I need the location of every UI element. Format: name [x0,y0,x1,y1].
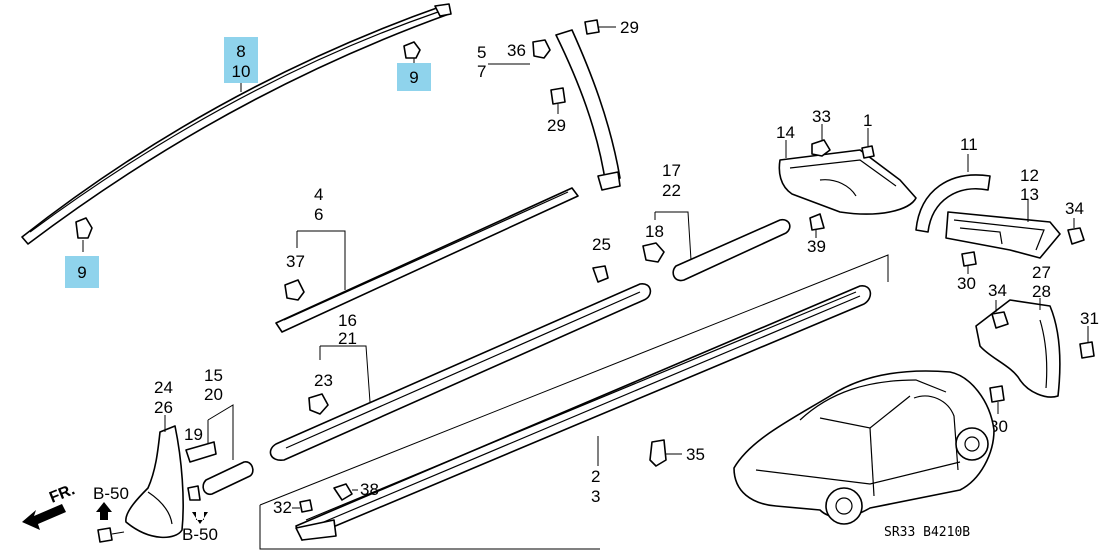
callout-34-mid[interactable]: 34 [988,281,1007,300]
direction-arrow-icon [22,504,66,530]
clip-34-mid[interactable] [991,311,1009,329]
roof-clip-9-top[interactable] [403,41,421,59]
screw-mudguard[interactable] [97,527,125,543]
callout-17[interactable]: 17 [662,161,681,180]
callout-34-top[interactable]: 34 [1065,199,1084,218]
callout-26[interactable]: 26 [154,398,173,417]
callout-5[interactable]: 5 [477,43,486,62]
clip-31[interactable] [1079,326,1095,359]
callout-22[interactable]: 22 [662,181,681,200]
pillar-molding[interactable] [555,29,621,191]
callout-18[interactable]: 18 [645,222,664,241]
callout-19[interactable]: 19 [184,425,203,444]
callout-21[interactable]: 21 [338,329,357,348]
car-illustration [733,370,995,525]
callout-35[interactable]: 35 [686,445,705,464]
callout-24[interactable]: 24 [154,378,173,397]
clip-37[interactable] [284,279,305,301]
screw-30-bot[interactable] [989,385,1005,414]
callout-29-mid[interactable]: 29 [547,116,566,135]
down-arrow-icon [192,512,208,524]
clip-36[interactable] [532,39,551,59]
callout-14[interactable]: 14 [776,123,795,142]
callout-37[interactable]: 37 [286,252,305,271]
clip-23[interactable] [308,393,329,415]
fender-molding[interactable] [672,218,791,282]
callout-12[interactable]: 12 [1020,166,1039,185]
svg-text:10: 10 [232,62,251,81]
clip-32[interactable] [292,499,313,513]
clip-18[interactable] [642,242,665,263]
direction-label: FR. [47,481,77,506]
callout-28[interactable]: 28 [1032,282,1051,301]
rear-mudguard[interactable] [975,299,1061,398]
callout-9-left[interactable]: 9 [65,256,99,288]
callout-13[interactable]: 13 [1020,185,1039,204]
callout-4[interactable]: 4 [314,185,323,204]
svg-text:9: 9 [77,263,86,282]
callout-31[interactable]: 31 [1080,309,1099,328]
screw-29-mid[interactable] [550,87,566,114]
ref-b50-lower[interactable]: B-50 [182,525,218,544]
callout-7[interactable]: 7 [477,62,486,81]
clip-33[interactable] [811,139,831,157]
clip-25[interactable] [592,265,609,283]
callout-33[interactable]: 33 [812,107,831,126]
callout-15[interactable]: 15 [204,366,223,385]
callout-8-10[interactable]: 8 10 [224,37,258,83]
clip-39[interactable] [809,213,825,238]
callout-25[interactable]: 25 [592,235,611,254]
callout-36[interactable]: 36 [507,41,526,60]
clip-small[interactable] [187,485,201,501]
callout-30-top[interactable]: 30 [957,274,976,293]
ref-b50-upper[interactable]: B-50 [93,484,129,503]
clip-34-top[interactable] [1067,218,1085,245]
side-protector[interactable] [269,283,652,461]
clip-19[interactable] [185,441,217,463]
callout-29-top[interactable]: 29 [620,18,639,37]
callout-27[interactable]: 27 [1032,263,1051,282]
screw-29-top[interactable] [584,19,616,35]
door-molding[interactable] [275,187,579,333]
bolt-35[interactable] [649,439,682,467]
callout-3[interactable]: 3 [591,487,600,506]
roof-molding[interactable] [21,3,452,245]
fender-flare[interactable] [915,174,991,233]
splash-shield[interactable] [945,211,1061,259]
callout-38[interactable]: 38 [360,480,379,499]
callout-32[interactable]: 32 [273,498,292,517]
up-arrow-icon [96,502,112,520]
roof-clip-9-left[interactable] [75,217,93,239]
callout-23[interactable]: 23 [314,371,333,390]
svg-text:8: 8 [236,42,245,61]
diagram-code: SR33 B4210B [884,525,970,540]
screw-30-top[interactable] [961,251,977,274]
side-sill-garnish[interactable] [295,285,872,541]
clip-38[interactable] [333,483,358,501]
clip-1[interactable] [861,145,875,159]
callout-1[interactable]: 1 [863,111,872,130]
inner-fender[interactable] [778,149,917,215]
callout-9-top[interactable]: 9 [397,63,431,91]
svg-text:9: 9 [409,68,418,87]
callout-11[interactable]: 11 [960,135,978,154]
callout-39[interactable]: 39 [807,237,826,256]
callout-20[interactable]: 20 [204,385,223,404]
front-mudguard[interactable] [125,425,184,539]
protector-15-20[interactable] [202,461,254,496]
callout-2[interactable]: 2 [591,467,600,486]
callout-16[interactable]: 16 [338,311,357,330]
callout-6[interactable]: 6 [314,205,323,224]
